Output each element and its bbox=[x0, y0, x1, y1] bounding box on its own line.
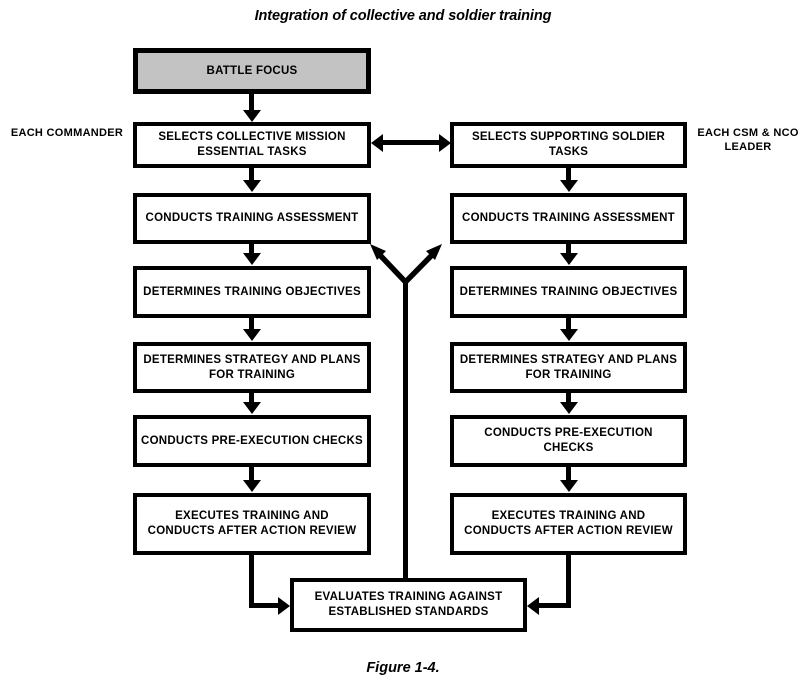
arrowhead-into-bottom-left bbox=[278, 597, 290, 615]
connector-right-2-3 bbox=[566, 244, 571, 254]
node-left-determines-objectives: DETERMINES TRAINING OBJECTIVES bbox=[133, 266, 371, 318]
connector-right6-down bbox=[566, 555, 571, 608]
arrowhead-right-4-5 bbox=[560, 402, 578, 414]
node-left-2-label: CONDUCTS TRAINING ASSESSMENT bbox=[145, 212, 359, 225]
node-right-determines-objectives: DETERMINES TRAINING OBJECTIVES bbox=[450, 266, 687, 318]
arrowhead-bidirectional-right bbox=[439, 134, 451, 152]
node-left-5-label: CONDUCTS PRE-EXECUTION CHECKS bbox=[141, 434, 363, 447]
node-bottom-label: EVALUATES TRAINING AGAINST ESTABLISHED S… bbox=[314, 591, 503, 618]
arrowhead-left-1-2 bbox=[243, 180, 261, 192]
node-right-1-label: SELECTS SUPPORTING SOLDIER TASKS bbox=[471, 131, 666, 158]
connector-right6-across bbox=[539, 603, 571, 608]
node-right-executes-training-aar: EXECUTES TRAINING AND CONDUCTS AFTER ACT… bbox=[450, 493, 687, 555]
figure-caption: Figure 1-4. bbox=[366, 660, 440, 676]
node-battle-focus: BATTLE FOCUS bbox=[133, 48, 371, 94]
arrowhead-left-3-4 bbox=[243, 329, 261, 341]
connector-feedback-riser bbox=[403, 278, 408, 578]
arrowhead-bidirectional-left bbox=[371, 134, 383, 152]
node-right-4-label: DETERMINES STRATEGY AND PLANS FOR TRAINI… bbox=[459, 353, 678, 381]
node-battle-focus-label: BATTLE FOCUS bbox=[206, 64, 298, 77]
arrowhead-right-1-2 bbox=[560, 180, 578, 192]
node-left-3-label: DETERMINES TRAINING OBJECTIVES bbox=[143, 285, 361, 298]
connector-left-5-6 bbox=[249, 467, 254, 481]
node-left-6-label: EXECUTES TRAINING AND CONDUCTS AFTER ACT… bbox=[147, 510, 357, 537]
node-left-determines-strategy: DETERMINES STRATEGY AND PLANS FOR TRAINI… bbox=[133, 342, 371, 393]
connector-left-3-4 bbox=[249, 318, 254, 330]
node-evaluates-training-against-standards: EVALUATES TRAINING AGAINST ESTABLISHED S… bbox=[290, 578, 527, 632]
arrowhead-right-3-4 bbox=[560, 329, 578, 341]
arrowhead-left-2-3 bbox=[243, 253, 261, 265]
connector-right-1-2 bbox=[566, 168, 571, 181]
node-right-2-label: CONDUCTS TRAINING ASSESSMENT bbox=[462, 212, 675, 225]
figure-title: Integration of collective and soldier tr… bbox=[254, 8, 552, 24]
node-left-executes-training-aar: EXECUTES TRAINING AND CONDUCTS AFTER ACT… bbox=[133, 493, 371, 555]
connector-left6-down bbox=[249, 555, 254, 608]
arrowhead-into-bottom-right bbox=[527, 597, 539, 615]
node-left-1-label: SELECTS COLLECTIVE MISSION ESSENTIAL TAS… bbox=[158, 131, 346, 158]
arrowhead-battlefocus-down bbox=[243, 110, 261, 122]
connector-right-5-6 bbox=[566, 467, 571, 481]
connector-battlefocus-to-left1 bbox=[249, 94, 254, 112]
node-right-determines-strategy: DETERMINES STRATEGY AND PLANS FOR TRAINI… bbox=[450, 342, 687, 393]
connector-left-2-3 bbox=[249, 244, 254, 254]
connector-right-3-4 bbox=[566, 318, 571, 330]
connector-left-4-5 bbox=[249, 393, 254, 403]
connector-left6-across bbox=[249, 603, 278, 608]
arrowhead-right-5-6 bbox=[560, 480, 578, 492]
role-label-csm-nco: EACH CSM & NCO LEADER bbox=[697, 127, 799, 154]
node-right-6-label: EXECUTES TRAINING AND CONDUCTS AFTER ACT… bbox=[464, 510, 673, 537]
node-left-4-label: DETERMINES STRATEGY AND PLANS FOR TRAINI… bbox=[143, 353, 361, 381]
arrowhead-left-4-5 bbox=[243, 402, 261, 414]
node-right-selects-supporting-soldier-tasks: SELECTS SUPPORTING SOLDIER TASKS bbox=[450, 122, 687, 168]
role-label-commander: EACH COMMANDER bbox=[10, 127, 124, 139]
node-left-conducts-training-assessment: CONDUCTS TRAINING ASSESSMENT bbox=[133, 193, 371, 244]
node-right-pre-execution-checks: CONDUCTS PRE-EXECUTION CHECKS bbox=[450, 415, 687, 467]
node-left-selects-collective-tasks: SELECTS COLLECTIVE MISSION ESSENTIAL TAS… bbox=[133, 122, 371, 168]
node-left-pre-execution-checks: CONDUCTS PRE-EXECUTION CHECKS bbox=[133, 415, 371, 467]
node-right-conducts-training-assessment: CONDUCTS TRAINING ASSESSMENT bbox=[450, 193, 687, 244]
connector-left-1-2 bbox=[249, 168, 254, 181]
node-right-3-label: DETERMINES TRAINING OBJECTIVES bbox=[459, 285, 678, 298]
arrowhead-right-2-3 bbox=[560, 253, 578, 265]
node-right-5-label: CONDUCTS PRE-EXECUTION CHECKS bbox=[484, 427, 653, 454]
connector-columns-bidirectional bbox=[383, 140, 439, 145]
connector-right-4-5 bbox=[566, 393, 571, 403]
arrowhead-left-5-6 bbox=[243, 480, 261, 492]
feedback-split-arrow-icon bbox=[370, 244, 442, 284]
